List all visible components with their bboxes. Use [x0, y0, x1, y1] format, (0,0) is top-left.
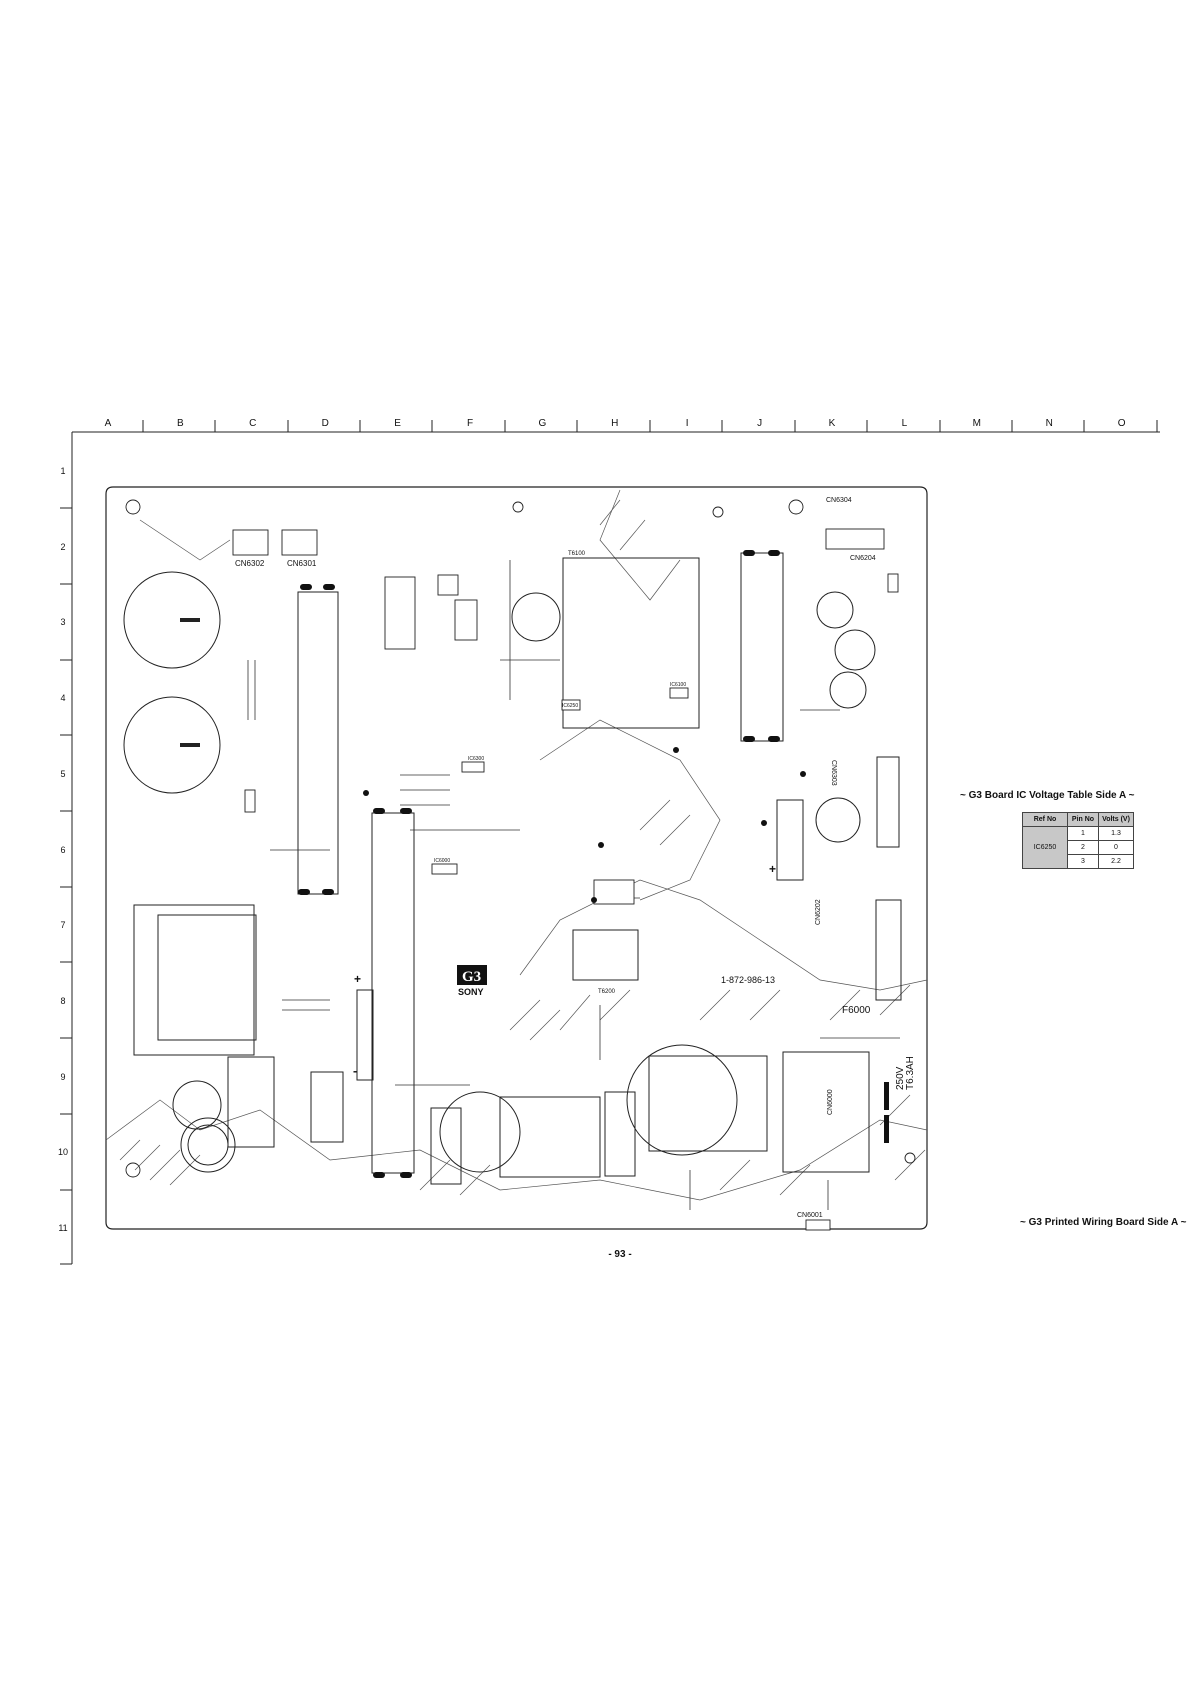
column-label: H	[611, 418, 619, 429]
voltage-table: Ref No Pin No Volts (V) IC6250 1 1.3 2 0…	[1022, 812, 1134, 869]
fuse-ref: F6000	[842, 1005, 871, 1016]
fuse-voltage: 250V	[895, 1066, 906, 1090]
column-label: C	[249, 418, 257, 429]
vt-ref-cell: IC6250	[1022, 826, 1068, 869]
column-label: L	[901, 418, 908, 429]
column-label: D	[321, 418, 329, 429]
vt-header-pin: Pin No	[1067, 812, 1099, 827]
row-label: 3	[60, 617, 66, 628]
copper-hatch-areas	[105, 489, 928, 1201]
table-row: 3 2.2	[1023, 854, 1134, 869]
ic6250-label: IC6250	[562, 703, 578, 709]
column-label: E	[394, 418, 401, 429]
t6100-label: T6100	[568, 551, 586, 557]
board-outline	[105, 486, 928, 1230]
row-label: 8	[60, 995, 66, 1006]
sony-logo: SONY	[458, 987, 484, 997]
column-label: M	[972, 418, 981, 429]
ic6100-label: IC6100	[670, 682, 686, 688]
t6200-label: T6200	[598, 989, 616, 995]
table-row: 2 0	[1023, 840, 1134, 855]
vt-pin-cell: 1	[1067, 826, 1099, 841]
column-label: B	[177, 418, 184, 429]
column-label: A	[104, 418, 112, 429]
pads	[298, 550, 889, 1178]
vt-volts-cell: 0	[1098, 840, 1134, 855]
row-label: 10	[57, 1147, 68, 1158]
row-label: 9	[60, 1071, 66, 1082]
row-label: 2	[60, 541, 66, 552]
vt-volts-cell: 2.2	[1098, 854, 1134, 869]
row-label: 1	[60, 466, 66, 476]
row-label: 11	[58, 1223, 68, 1233]
cn6301-label: CN6301	[287, 559, 317, 568]
vt-header-volts: Volts (V)	[1098, 812, 1134, 827]
column-label: G	[538, 418, 547, 429]
vt-pin-cell: 2	[1067, 840, 1099, 855]
column-label: I	[685, 418, 689, 429]
page-number: - 93 -	[608, 1249, 632, 1260]
column-label: J	[757, 418, 763, 429]
ic6000-label: IC6000	[434, 858, 450, 864]
small-parts	[232, 528, 899, 1231]
cn6202-label: CN6202	[815, 899, 822, 925]
table-row: IC6250 1 1.3	[1022, 826, 1134, 869]
g3-badge: G3	[457, 965, 487, 985]
board-caption: ~ G3 Printed Wiring Board Side A ~	[1020, 1217, 1187, 1228]
ic6300-label: IC6300	[468, 756, 484, 762]
column-label: K	[828, 418, 836, 429]
svg-text:-: -	[353, 1064, 357, 1078]
board-text: CN6302 CN6301 CN6304 CN6204 CN6303 CN620…	[235, 497, 916, 1219]
vt-volts-cell: 1.3	[1098, 826, 1134, 841]
cn6303-label: CN6303	[830, 760, 837, 786]
cn6001-label: CN6001	[797, 1212, 823, 1219]
cn6000-label: CN6000	[827, 1089, 834, 1115]
vt-pin-cell: 3	[1067, 854, 1099, 869]
row-label: 4	[60, 693, 66, 704]
svg-text:+: +	[769, 862, 776, 876]
column-label: N	[1045, 418, 1053, 429]
large-components	[133, 552, 902, 1185]
mounting-holes	[125, 499, 916, 1178]
voltage-table-title: ~ G3 Board IC Voltage Table Side A ~	[960, 790, 1135, 801]
column-label: O	[1117, 418, 1126, 429]
polarity-markers: + - +	[353, 862, 776, 1078]
grid-frame	[60, 420, 1160, 1265]
cn6302-label: CN6302	[235, 559, 265, 568]
svg-text:+: +	[354, 972, 361, 986]
vt-header-ref: Ref No	[1022, 812, 1068, 827]
column-label: F	[466, 418, 474, 429]
fuse-rating: T6.3AH	[905, 1056, 916, 1090]
traces	[247, 560, 900, 1210]
board-number: 1-872-986-13	[721, 975, 775, 985]
g3-badge-text: G3	[462, 969, 481, 985]
row-label: 5	[60, 768, 66, 779]
row-label: 6	[60, 844, 66, 855]
large-capacitors	[123, 571, 876, 1173]
row-label: 7	[60, 920, 66, 931]
cn6304-label: CN6304	[826, 497, 852, 504]
cn6204-label: CN6204	[850, 555, 876, 562]
